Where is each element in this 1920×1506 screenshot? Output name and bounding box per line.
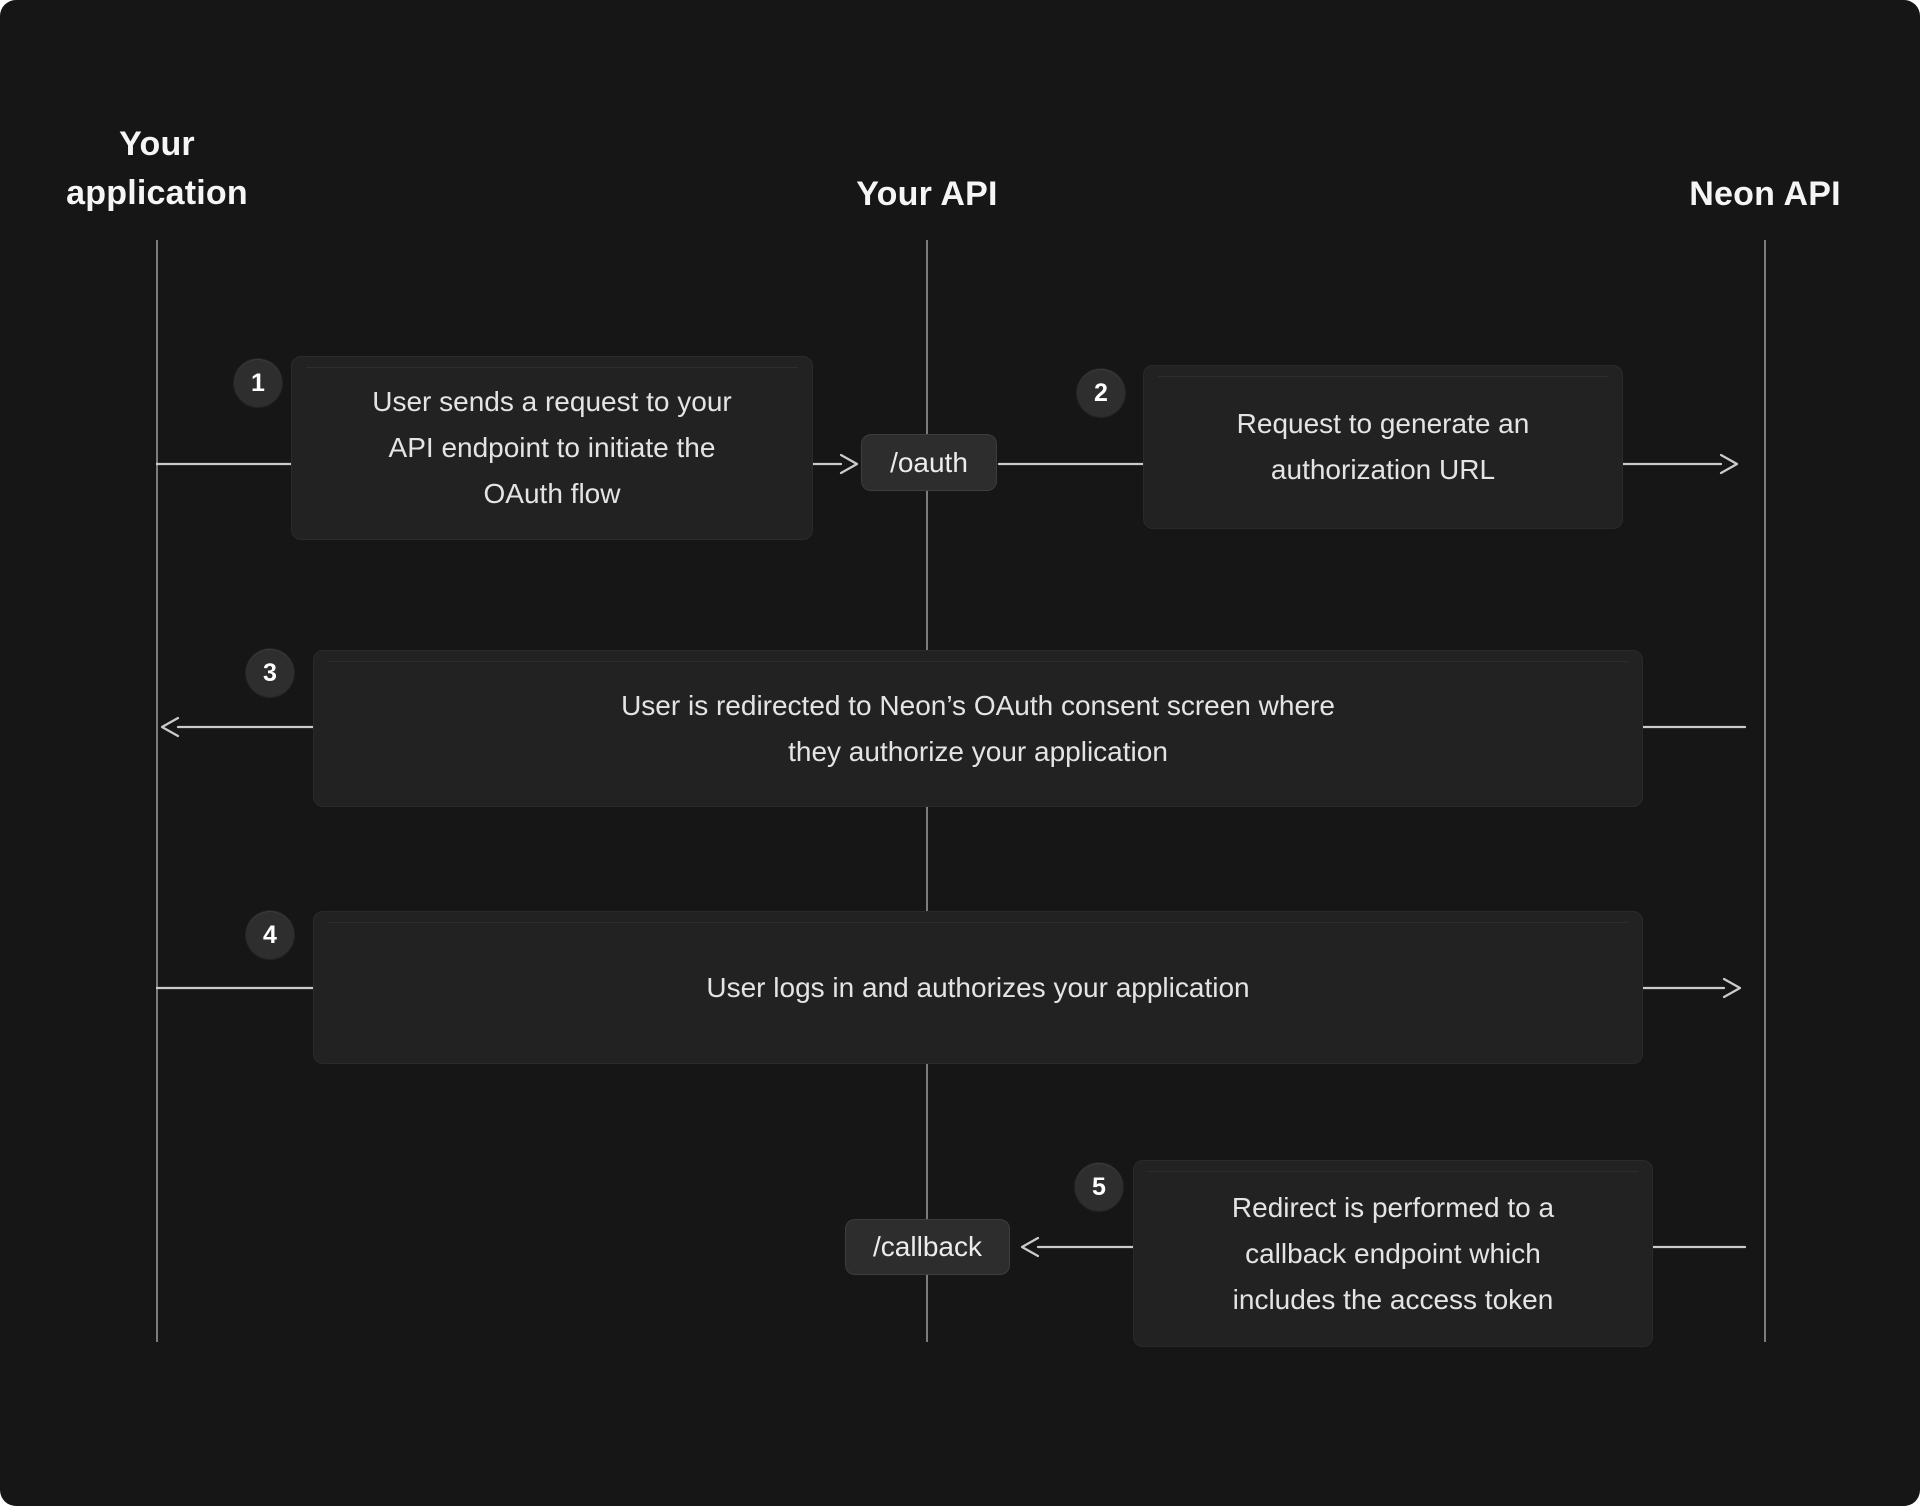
- step-3-note: User is redirected to Neon’s OAuth conse…: [313, 650, 1643, 807]
- step-3-badge: 3: [246, 649, 294, 697]
- step-4-badge: 4: [246, 911, 294, 959]
- step-2-badge: 2: [1077, 369, 1125, 417]
- actor-your-api: Your API: [856, 175, 998, 213]
- step-1-badge: 1: [234, 359, 282, 407]
- actor-your-application: Your application: [66, 125, 248, 212]
- lifeline-your-application: [156, 240, 158, 1342]
- endpoint-chip-oauth: /oauth: [861, 434, 997, 491]
- step-2-note: Request to generate an authorization URL: [1143, 365, 1623, 529]
- step-4-note: User logs in and authorizes your applica…: [313, 911, 1643, 1064]
- endpoint-chip-callback: /callback: [845, 1219, 1010, 1275]
- step-1-note: User sends a request to your API endpoin…: [291, 356, 813, 540]
- step-5-badge: 5: [1075, 1163, 1123, 1211]
- actor-neon-api: Neon API: [1689, 175, 1841, 213]
- lifeline-neon-api: [1764, 240, 1766, 1342]
- step-5-note: Redirect is performed to a callback endp…: [1133, 1160, 1653, 1347]
